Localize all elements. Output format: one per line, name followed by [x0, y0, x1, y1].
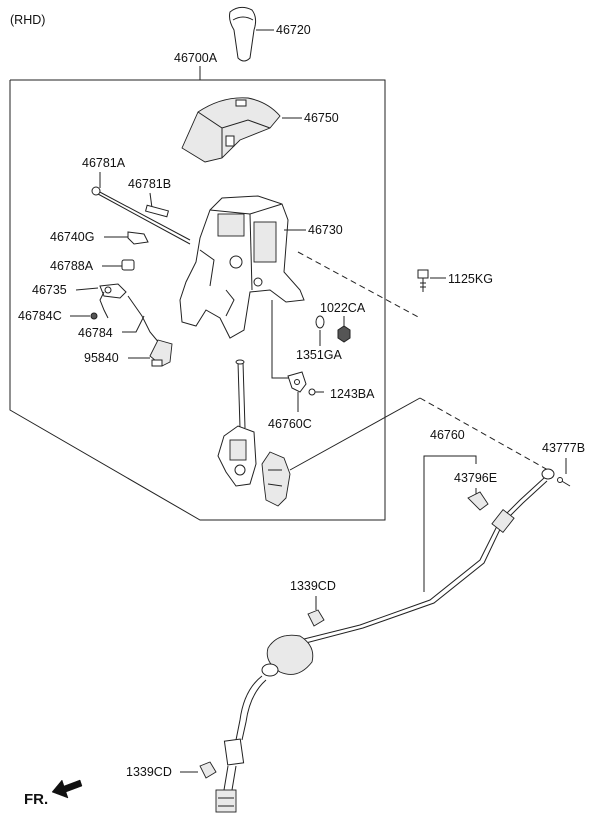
label-46730: 46730 — [308, 223, 343, 237]
label-46720: 46720 — [276, 23, 311, 37]
label-46735: 46735 — [32, 283, 67, 297]
shift-cable — [215, 468, 555, 813]
bolt-1125KG — [417, 269, 429, 292]
pin-46781A — [91, 186, 191, 245]
label-46781A: 46781A — [82, 156, 126, 170]
clip-46784C — [90, 312, 98, 320]
front-direction-arrow-icon — [51, 779, 83, 799]
leader-46781B — [149, 192, 153, 209]
label-43796E: 43796E — [454, 471, 497, 485]
dash-line-1125KG — [297, 251, 421, 319]
indicator-cover — [181, 97, 281, 163]
clip-43796E — [467, 491, 489, 511]
label-1125KG: 1125KG — [448, 272, 493, 286]
label-1022CA: 1022CA — [320, 301, 366, 315]
label-95840: 95840 — [84, 351, 119, 365]
label-1243BA: 1243BA — [330, 387, 375, 401]
bushing-1339CD-upper — [307, 609, 325, 627]
leader-46760 — [423, 455, 477, 592]
bracket-46760C — [287, 371, 307, 393]
assembly-boundary — [9, 79, 386, 521]
label-46784: 46784 — [78, 326, 113, 340]
part-46735 — [99, 283, 127, 299]
label-46700A: 46700A — [174, 51, 218, 65]
detent-plate — [261, 451, 291, 507]
bushing-1339CD-lower — [199, 761, 217, 779]
shift-knob — [229, 6, 257, 62]
part-46788A — [121, 259, 135, 271]
leader-46784 — [122, 315, 145, 333]
label-46784C: 46784C — [18, 309, 62, 323]
pin-46781B — [144, 204, 170, 218]
shift-lever — [217, 359, 257, 487]
label-1339CD-upper: 1339CD — [290, 579, 336, 593]
cable-46784 — [99, 291, 161, 345]
label-43777B: 43777B — [542, 441, 585, 455]
bracket-46740G — [127, 231, 149, 245]
screw-1243BA — [308, 388, 324, 396]
label-1339CD-lower: 1339CD — [126, 765, 172, 779]
label-46740G: 46740G — [50, 230, 94, 244]
line-plate-to-cable — [289, 397, 421, 471]
washer-1351GA — [315, 315, 325, 329]
label-46750: 46750 — [304, 111, 339, 125]
label-1351GA: 1351GA — [296, 348, 343, 362]
variant-note: (RHD) — [10, 13, 45, 27]
leader-46735 — [75, 287, 99, 291]
label-46760C: 46760C — [268, 417, 312, 431]
label-46788A: 46788A — [50, 259, 94, 273]
switch-95840 — [149, 339, 173, 367]
label-46781B: 46781B — [128, 177, 171, 191]
dash-line-cable-end — [419, 397, 549, 471]
shift-housing — [179, 195, 305, 339]
leader-46760C-up — [271, 300, 290, 379]
nut-1022CA — [337, 325, 351, 343]
front-direction-label: FR. — [24, 791, 48, 808]
pin-43777B — [557, 477, 571, 487]
label-46760: 46760 — [430, 428, 465, 442]
